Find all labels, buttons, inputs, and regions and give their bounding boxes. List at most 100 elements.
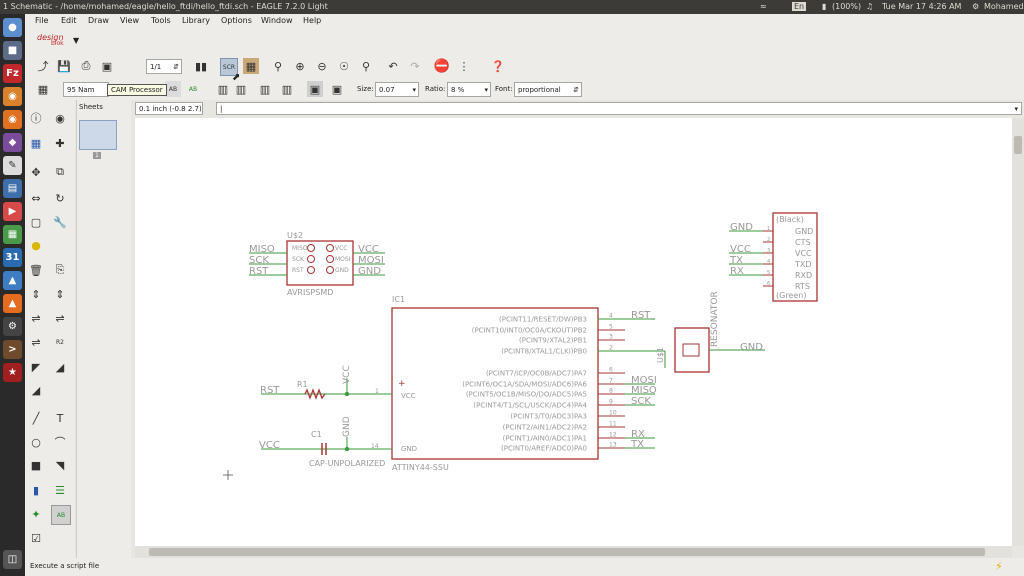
group-icon[interactable]: ▢ — [30, 215, 42, 229]
menu-draw[interactable]: Draw — [88, 16, 109, 25]
size-input[interactable]: 0.07▾ — [375, 82, 419, 97]
capacitor-c1[interactable] — [321, 443, 327, 455]
invoke-icon[interactable]: ◢ — [31, 383, 41, 397]
network-icon[interactable]: ≈ — [760, 2, 767, 11]
writer-icon[interactable]: ▤ — [3, 179, 22, 198]
add-icon[interactable]: ⎘ — [55, 263, 65, 276]
cam-icon[interactable]: ▣ — [101, 59, 113, 73]
menu-options[interactable]: Options — [221, 16, 252, 25]
chrome-icon[interactable]: ◉ — [3, 87, 22, 106]
menu-window[interactable]: Window — [261, 16, 293, 25]
app-icon[interactable]: ◆ — [3, 133, 22, 152]
rotate-icon[interactable]: ↻ — [55, 191, 65, 205]
text-editor-icon[interactable]: ✎ — [3, 156, 22, 175]
anchor-cr-icon[interactable]: ▣ — [331, 82, 343, 96]
settings-icon[interactable]: ⚙ — [3, 317, 22, 336]
save-icon[interactable]: 💾 — [57, 59, 71, 73]
rect-icon[interactable]: ■ — [30, 458, 42, 472]
zoom-select-icon[interactable]: ⚲ — [361, 59, 371, 73]
layer-select[interactable]: 95 Nam — [63, 82, 109, 97]
zoom-redraw-icon[interactable]: ☉ — [339, 59, 349, 73]
schematic-canvas[interactable]: U$2 MISO SCK RST VCC MOSI GND MISO SCK R… — [135, 118, 1012, 546]
user-name[interactable]: Mohamed — [984, 2, 1024, 11]
change-icon[interactable]: 🔧 — [53, 215, 67, 229]
calendar-icon[interactable]: 31 — [3, 248, 22, 267]
smash-icon[interactable]: R2 — [56, 338, 64, 346]
anchor-bc-icon[interactable]: ▥ — [235, 82, 247, 96]
battery-icon[interactable]: ▮ — [822, 2, 827, 11]
ratio-input[interactable]: 8 %▾ — [447, 82, 491, 97]
go-icon[interactable]: ⋮ — [458, 59, 470, 73]
junction-icon[interactable]: ✦ — [31, 507, 41, 521]
open-icon[interactable]: ⤴ — [37, 60, 49, 73]
run-ulp-icon[interactable]: ▦ — [243, 58, 259, 74]
paste-icon[interactable]: ● — [31, 238, 41, 252]
horizontal-scrollbar[interactable] — [135, 546, 1012, 558]
vlc-icon[interactable]: ▲ — [3, 294, 22, 313]
print-icon[interactable]: ⎙ — [81, 59, 91, 72]
resonator-u1[interactable] — [674, 327, 710, 373]
resistor-r1[interactable] — [304, 388, 326, 400]
menu-file[interactable]: File — [35, 16, 49, 25]
dash-icon[interactable]: ● — [3, 18, 22, 37]
menu-view[interactable]: View — [120, 16, 139, 25]
anchor-bl-icon[interactable]: ▥ — [217, 82, 229, 96]
anchor-cl-icon[interactable]: ▥ — [281, 82, 293, 96]
stop-icon[interactable]: ⛔ — [433, 58, 451, 74]
anchor-br-icon[interactable]: ▥ — [259, 82, 271, 96]
store-icon[interactable]: ▲ — [3, 271, 22, 290]
help-icon[interactable]: ❓ — [491, 59, 505, 73]
grid-icon[interactable]: ▦ — [37, 82, 49, 96]
design-blocks-logo[interactable]: design blok — [37, 33, 64, 47]
keyboard-indicator[interactable]: En — [792, 2, 807, 11]
zoom-fit-icon[interactable]: ⚲ — [273, 59, 283, 73]
info-icon[interactable]: ⓘ — [30, 112, 42, 125]
undo-icon[interactable]: ↶ — [388, 59, 398, 73]
clock[interactable]: Tue Mar 17 4:26 AM — [882, 2, 962, 11]
menu-tools[interactable]: Tools — [151, 16, 171, 25]
layers-icon[interactable]: ▦ — [30, 136, 42, 150]
replace-icon[interactable]: ⇕ — [55, 287, 65, 301]
gear-icon[interactable]: ⚙ — [972, 2, 980, 11]
sheet-thumbnail[interactable] — [79, 120, 117, 150]
ftdi-header[interactable] — [772, 212, 818, 302]
sheet-select[interactable]: 1/1⇵ — [146, 59, 182, 74]
mirror-icon[interactable]: ⇔ — [31, 191, 41, 205]
vertical-scrollbar[interactable] — [1012, 118, 1024, 546]
volume-icon[interactable]: ♫ — [866, 2, 874, 11]
align-icon[interactable]: AB — [165, 81, 181, 97]
arc-icon[interactable]: ⌒ — [54, 436, 66, 449]
value-icon[interactable]: ⇌ — [31, 335, 41, 349]
eagle-icon[interactable]: ★ — [3, 363, 22, 382]
text-icon[interactable]: T — [56, 411, 64, 425]
gateswap-icon[interactable]: ⇌ — [31, 311, 41, 325]
vertical-scroll-thumb[interactable] — [1014, 136, 1022, 154]
net-icon[interactable]: ☰ — [55, 483, 65, 497]
font-select[interactable]: proportional⇵ — [514, 82, 582, 97]
text-align-icon[interactable]: AB — [188, 85, 198, 93]
horizontal-scroll-thumb[interactable] — [149, 548, 985, 556]
move-icon[interactable]: ✥ — [31, 165, 41, 179]
u2-body[interactable] — [286, 240, 354, 286]
filezilla-icon[interactable]: Fz — [3, 64, 22, 83]
label-icon[interactable]: AB — [51, 505, 71, 525]
eye-icon[interactable]: ◉ — [55, 111, 65, 125]
menu-help[interactable]: Help — [303, 16, 322, 25]
trash-icon[interactable]: ◫ — [3, 550, 22, 569]
delete-icon[interactable]: 🗑 — [29, 263, 43, 277]
miter-icon[interactable]: ◢ — [55, 360, 65, 374]
wire-icon[interactable]: ╱ — [32, 411, 40, 425]
erc-icon[interactable]: ☑ — [31, 531, 41, 545]
name-icon[interactable]: ⇌ — [55, 311, 65, 325]
pinswap-icon[interactable]: ⇕ — [31, 287, 41, 301]
polygon-icon[interactable]: ◥ — [55, 458, 65, 472]
chevron-down-icon[interactable]: ▼ — [73, 36, 80, 45]
copy-icon[interactable]: ⧉ — [56, 165, 64, 178]
battery-text[interactable]: (100%) — [832, 2, 862, 11]
menu-library[interactable]: Library — [182, 16, 210, 25]
anchor-cc-icon[interactable]: ▣ — [307, 81, 323, 97]
circle-icon[interactable]: ○ — [31, 435, 41, 449]
menu-edit[interactable]: Edit — [61, 16, 77, 25]
firefox-icon[interactable]: ◉ — [3, 110, 22, 129]
split-icon[interactable]: ◤ — [31, 360, 41, 374]
